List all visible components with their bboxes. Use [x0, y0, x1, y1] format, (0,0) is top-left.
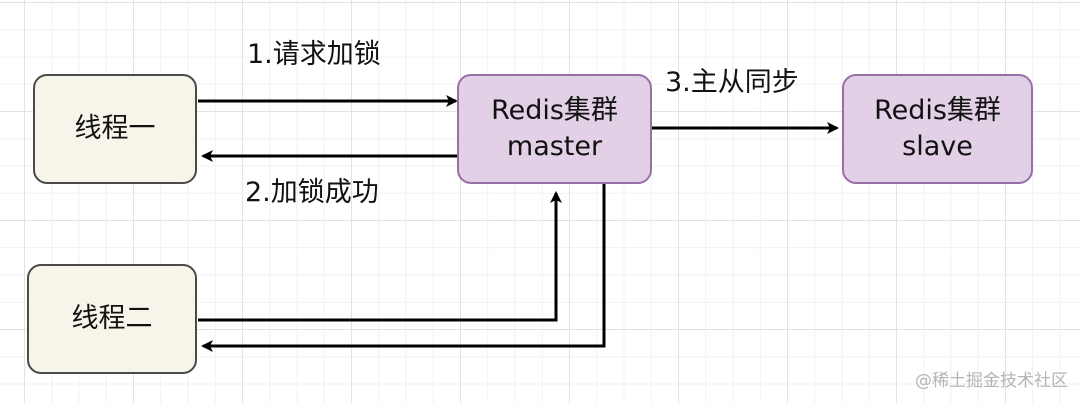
thread-one-node: 线程一	[33, 74, 197, 184]
redis-master-role: master	[506, 131, 603, 162]
label-request-lock: 1.请求加锁	[247, 39, 381, 70]
redis-slave-title: Redis集群	[874, 95, 1001, 126]
label-master-slave-sync: 3.主从同步	[665, 67, 799, 98]
thread-two-node: 线程二	[27, 264, 197, 374]
edge-thread2-response	[201, 184, 606, 352]
thread-two-label: 线程二	[71, 303, 153, 334]
redis-slave-role: slave	[902, 131, 973, 162]
edge-thread2-request	[198, 191, 562, 322]
redis-master-node: Redis集群 master	[457, 74, 652, 184]
watermark: @稀土掘金技术社区	[915, 371, 1068, 391]
redis-slave-node: Redis集群 slave	[842, 74, 1033, 184]
label-lock-success: 2.加锁成功	[245, 177, 379, 208]
thread-one-label: 线程一	[74, 113, 156, 144]
redis-master-title: Redis集群	[491, 95, 618, 126]
